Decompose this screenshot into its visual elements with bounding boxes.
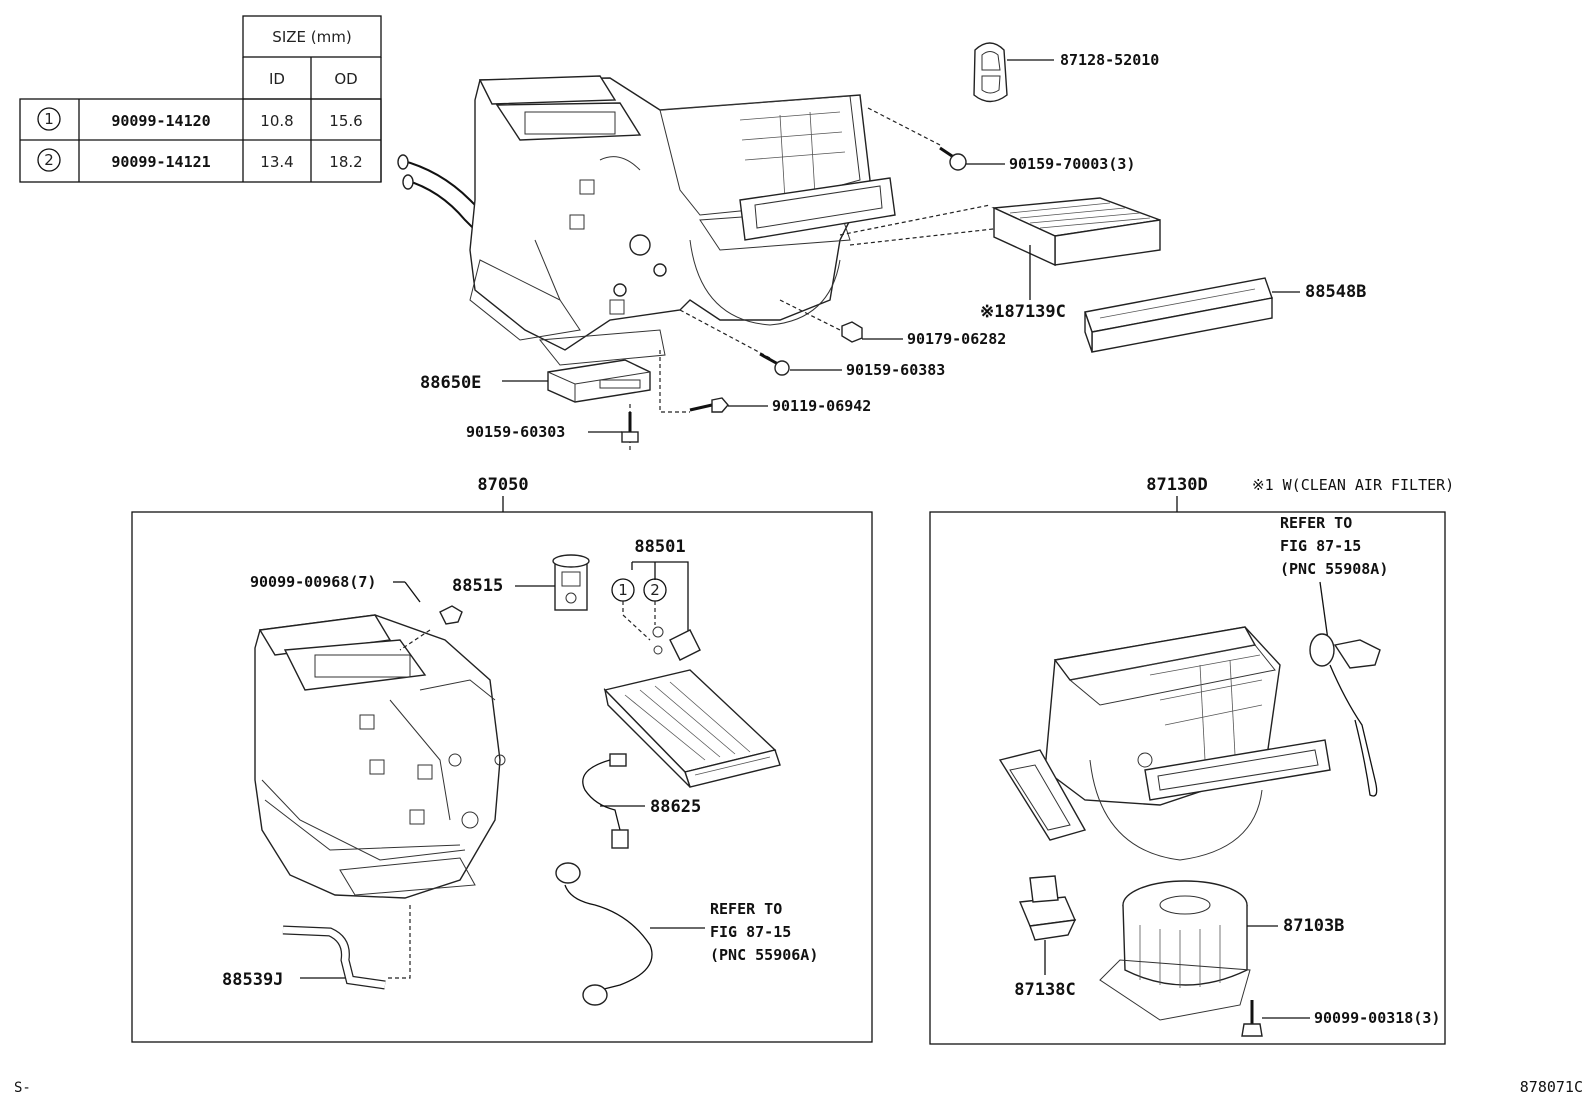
row-od: 18.2 bbox=[329, 153, 362, 171]
section-left-title: 87050 bbox=[477, 475, 528, 495]
footer-right: 878071C bbox=[1520, 1078, 1583, 1096]
label-screw-c: 90159-60303 bbox=[466, 423, 565, 441]
label-filter-cover: 88548B bbox=[1305, 282, 1366, 302]
oring-mark-2: 2 bbox=[650, 581, 660, 599]
label-hose: 88539J bbox=[222, 970, 283, 990]
refer-line-3: (PNC 55906A) bbox=[710, 946, 818, 964]
row-mark: 2 bbox=[44, 151, 54, 169]
heater-unit-drawing bbox=[254, 614, 506, 899]
footer-left: S- bbox=[14, 1080, 31, 1096]
screw-icon bbox=[439, 605, 463, 625]
section-right-note: ※1 W(CLEAN AIR FILTER) bbox=[1252, 476, 1454, 494]
hvac-unit-assembly-drawing bbox=[397, 75, 896, 366]
blower-unit-drawing bbox=[998, 626, 1331, 861]
evaporator-drawing bbox=[603, 629, 781, 788]
servo-motor-drawing bbox=[1309, 633, 1381, 797]
section-right-frame bbox=[929, 511, 1446, 1045]
expansion-valve-drawing bbox=[515, 554, 590, 611]
circle-mark-1 bbox=[37, 107, 61, 131]
label-nut: 90179-06282 bbox=[907, 330, 1006, 348]
blower-motor-drawing bbox=[1099, 880, 1278, 1021]
screw-drawing bbox=[867, 107, 1005, 171]
air-filter-drawing bbox=[839, 197, 1161, 300]
refer-line-3: (PNC 55908A) bbox=[1280, 560, 1388, 578]
filter-cover-drawing bbox=[1084, 277, 1300, 353]
label-grommet: 87128-52010 bbox=[1060, 51, 1159, 69]
refer-line-2: FIG 87-15 bbox=[710, 923, 791, 941]
label-motor: 87103B bbox=[1283, 916, 1344, 936]
screw-icon bbox=[774, 360, 790, 376]
circle-mark-2 bbox=[37, 148, 61, 172]
label-resistor: 87138C bbox=[1014, 980, 1075, 1000]
servo-motor-drawing bbox=[555, 862, 705, 1006]
row-id: 10.8 bbox=[260, 112, 293, 130]
label-screw: 90099-00968(7) bbox=[250, 573, 376, 591]
size-table: SIZE (mm) ID OD 1 90099-14120 10.8 15.6 … bbox=[19, 15, 382, 183]
row-part-number: 90099-14121 bbox=[111, 153, 210, 171]
label-screw-b: 90159-60383 bbox=[846, 361, 945, 379]
id-header: ID bbox=[269, 70, 285, 88]
label-bolt: 90119-06942 bbox=[772, 397, 871, 415]
row-id: 13.4 bbox=[260, 153, 293, 171]
amplifier-drawing bbox=[502, 359, 651, 403]
resistor-drawing bbox=[1018, 875, 1077, 975]
oring-mark-1: 1 bbox=[618, 581, 628, 599]
screw-icon bbox=[1241, 1023, 1263, 1037]
section-left-frame bbox=[131, 511, 873, 1043]
bolt-icon bbox=[711, 397, 729, 413]
label-valve: 88515 bbox=[452, 576, 503, 596]
thermistor-drawing bbox=[582, 753, 645, 849]
grommet-drawing bbox=[973, 42, 1054, 103]
label-screw-a: 90159-70003(3) bbox=[1009, 155, 1135, 173]
refer-line-1: REFER TO bbox=[710, 900, 782, 918]
drain-hose-drawing bbox=[282, 905, 411, 990]
label-amplifier: 88650E bbox=[420, 373, 481, 393]
label-screw: 90099-00318(3) bbox=[1314, 1009, 1440, 1027]
refer-line-2: FIG 87-15 bbox=[1280, 537, 1361, 555]
label-filter: ※187139C bbox=[980, 302, 1066, 322]
screw-icon bbox=[621, 431, 639, 443]
row-part-number: 90099-14120 bbox=[111, 112, 210, 130]
section-right-title: 87130D bbox=[1146, 475, 1207, 495]
row-mark: 1 bbox=[44, 110, 54, 128]
label-thermistor: 88625 bbox=[650, 797, 701, 817]
od-header: OD bbox=[334, 70, 357, 88]
refer-line-1: REFER TO bbox=[1280, 514, 1352, 532]
label-evaporator: 88501 bbox=[634, 537, 685, 557]
size-header: SIZE (mm) bbox=[272, 28, 351, 46]
nut-icon bbox=[841, 321, 863, 343]
row-od: 15.6 bbox=[329, 112, 362, 130]
